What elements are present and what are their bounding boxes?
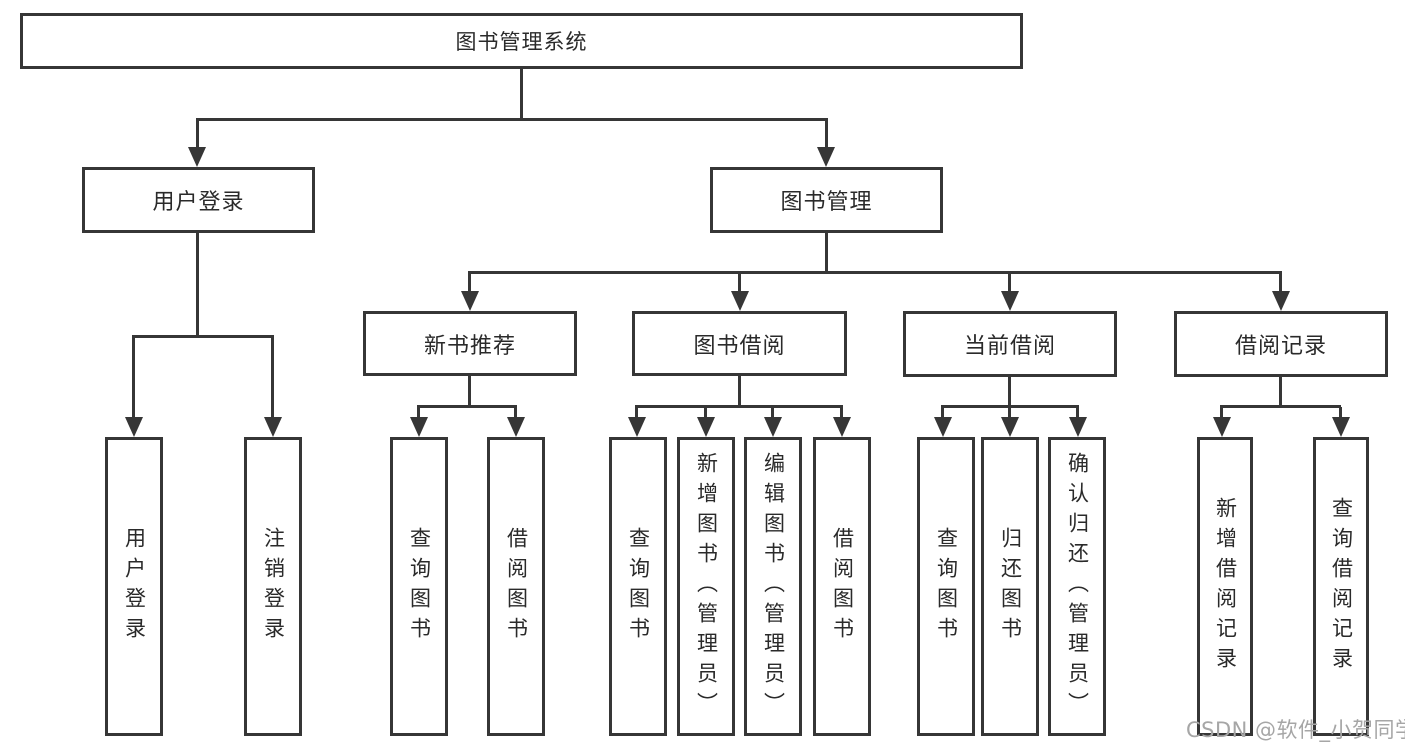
leaf-bw-borrow-books: 借阅图书 xyxy=(813,437,871,736)
connector-level3-bus xyxy=(468,271,1282,274)
arrowhead-nb-query xyxy=(410,417,428,437)
connector-record-stem xyxy=(1279,377,1282,407)
arrowhead-cu-return xyxy=(1001,417,1019,437)
arrowhead-rc-add xyxy=(1213,417,1231,437)
leaf-bw-edit-books: 编辑图书（管理员） xyxy=(744,437,802,736)
arrowhead-logout-leaf xyxy=(264,417,282,437)
connector-drop-logout-leaf xyxy=(271,337,274,418)
connector-drop-cu-query xyxy=(941,407,944,418)
connector-user-login-bus xyxy=(132,335,274,338)
leaf-nb-borrow-books: 借阅图书 xyxy=(487,437,545,736)
csdn-watermark: CSDN @软件_小贺同学 xyxy=(1186,718,1405,742)
leaf-rc-add-record-label: 新增借阅记录 xyxy=(1213,496,1238,677)
node-new-book: 新书推荐 xyxy=(363,311,577,376)
node-borrow: 图书借阅 xyxy=(632,311,847,376)
connector-drop-bw-edit xyxy=(771,407,774,418)
connector-current-stem xyxy=(1008,377,1011,407)
leaf-user-login: 用户登录 xyxy=(105,437,163,736)
connector-drop-rc-query xyxy=(1339,407,1342,418)
connector-drop-bw-borrow xyxy=(840,407,843,418)
connector-drop-current xyxy=(1008,273,1011,293)
leaf-nb-borrow-books-label: 借阅图书 xyxy=(504,526,529,647)
connector-drop-nb-query xyxy=(417,407,420,418)
leaf-rc-query-record: 查询借阅记录 xyxy=(1313,437,1369,736)
leaf-bw-add-books: 新增图书（管理员） xyxy=(677,437,735,736)
node-current: 当前借阅 xyxy=(903,311,1117,377)
leaf-user-login-label: 用户登录 xyxy=(122,526,147,647)
connector-new-book-stem xyxy=(468,376,471,407)
leaf-bw-borrow-books-label: 借阅图书 xyxy=(830,526,855,647)
leaf-logout-label: 注销登录 xyxy=(261,526,286,647)
connector-drop-nb-borrow xyxy=(514,407,517,418)
arrowhead-borrow xyxy=(731,291,749,311)
arrowhead-book-management xyxy=(817,147,835,167)
arrowhead-bw-edit xyxy=(764,417,782,437)
connector-drop-record xyxy=(1279,273,1282,293)
node-current-label: 当前借阅 xyxy=(963,334,1056,359)
leaf-cu-return-books: 归还图书 xyxy=(981,437,1039,736)
connector-level2-bus xyxy=(196,118,828,121)
arrowhead-new-book xyxy=(461,291,479,311)
node-book-management-label: 图书管理 xyxy=(780,190,873,215)
leaf-bw-add-books-label: 新增图书（管理员） xyxy=(694,451,719,722)
connector-drop-user-login xyxy=(196,120,199,148)
connector-drop-login-leaf xyxy=(132,337,135,418)
connector-new-book-bus xyxy=(417,405,517,408)
arrowhead-cu-query xyxy=(934,417,952,437)
leaf-cu-return-books-label: 归还图书 xyxy=(998,526,1023,647)
leaf-cu-query-books: 查询图书 xyxy=(917,437,975,736)
arrowhead-nb-borrow xyxy=(507,417,525,437)
leaf-rc-add-record: 新增借阅记录 xyxy=(1197,437,1253,736)
leaf-cu-confirm-return: 确认归还（管理员） xyxy=(1048,437,1106,736)
connector-user-login-stem xyxy=(196,233,199,337)
arrowhead-bw-query xyxy=(628,417,646,437)
connector-drop-cu-return xyxy=(1008,407,1011,418)
leaf-nb-query-books: 查询图书 xyxy=(390,437,448,736)
node-root-label: 图书管理系统 xyxy=(455,30,588,54)
node-record: 借阅记录 xyxy=(1174,311,1388,377)
leaf-bw-query-books-label: 查询图书 xyxy=(626,526,651,647)
leaf-nb-query-books-label: 查询图书 xyxy=(407,526,432,647)
connector-drop-new-book xyxy=(468,273,471,293)
node-new-book-label: 新书推荐 xyxy=(423,333,516,359)
connector-drop-rc-add xyxy=(1220,407,1223,418)
leaf-bw-query-books: 查询图书 xyxy=(609,437,667,736)
connector-borrow-stem xyxy=(738,376,741,407)
leaf-logout: 注销登录 xyxy=(244,437,302,736)
connector-drop-cu-confirm xyxy=(1076,407,1079,418)
arrowhead-user-login xyxy=(188,147,206,167)
arrowhead-cu-confirm xyxy=(1069,417,1087,437)
node-record-label: 借阅记录 xyxy=(1234,334,1327,359)
node-user-login: 用户登录 xyxy=(82,167,315,233)
leaf-cu-confirm-return-label: 确认归还（管理员） xyxy=(1065,451,1090,722)
connector-book-management-stem xyxy=(825,233,828,273)
connector-drop-bw-add xyxy=(704,407,707,418)
arrowhead-rc-query xyxy=(1332,417,1350,437)
connector-borrow-bus xyxy=(635,405,843,408)
node-user-login-label: 用户登录 xyxy=(152,190,245,215)
node-borrow-label: 图书借阅 xyxy=(693,333,786,359)
arrowhead-bw-add xyxy=(697,417,715,437)
connector-drop-borrow xyxy=(738,273,741,293)
leaf-bw-edit-books-label: 编辑图书（管理员） xyxy=(761,451,786,722)
connector-record-bus xyxy=(1220,405,1341,408)
arrowhead-login-leaf xyxy=(125,417,143,437)
arrowhead-bw-borrow xyxy=(833,417,851,437)
connector-root-stem xyxy=(520,69,523,120)
connector-drop-bw-query xyxy=(635,407,638,418)
leaf-cu-query-books-label: 查询图书 xyxy=(934,526,959,647)
connector-current-bus xyxy=(941,405,1079,408)
leaf-rc-query-record-label: 查询借阅记录 xyxy=(1329,496,1354,677)
node-root: 图书管理系统 xyxy=(20,13,1023,69)
node-book-management: 图书管理 xyxy=(710,167,943,233)
arrowhead-current xyxy=(1001,291,1019,311)
connector-drop-book-management xyxy=(825,120,828,148)
arrowhead-record xyxy=(1272,291,1290,311)
